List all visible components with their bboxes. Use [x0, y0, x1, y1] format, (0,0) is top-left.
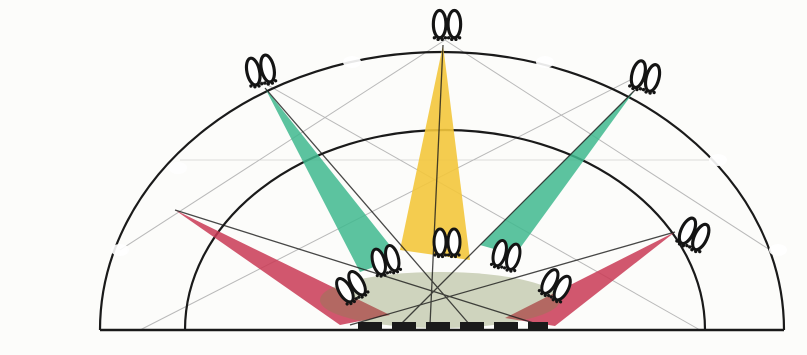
- diagram-canvas: [0, 0, 807, 355]
